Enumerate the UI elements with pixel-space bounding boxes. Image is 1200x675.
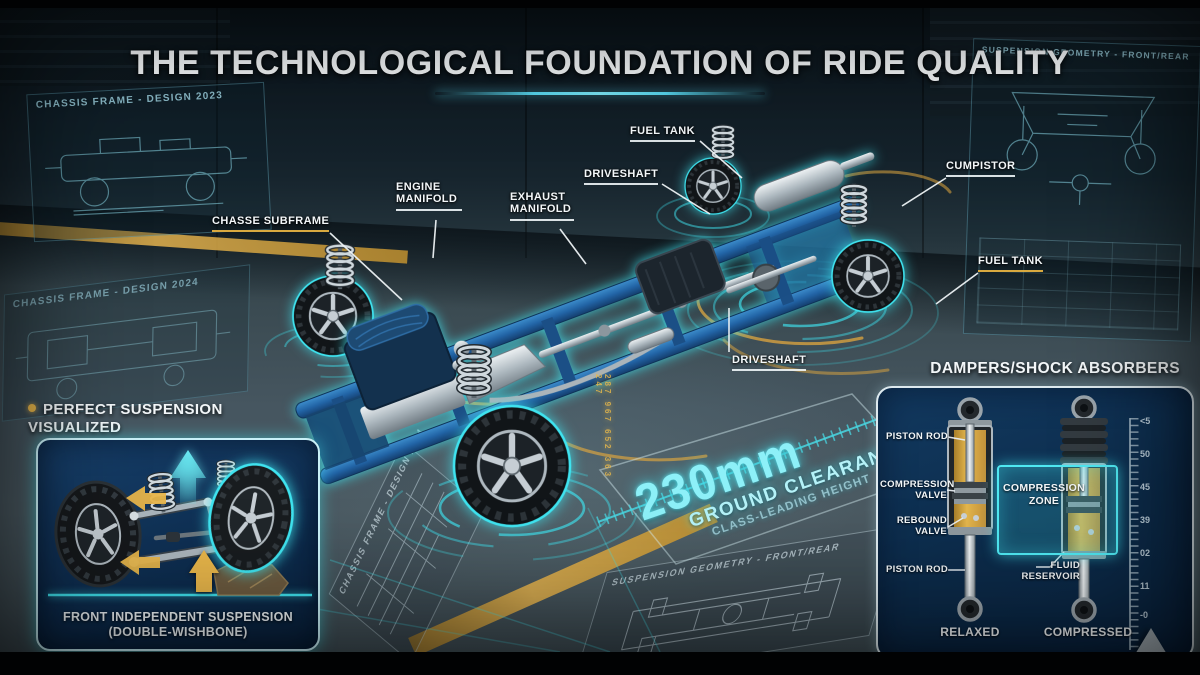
wall-seam xyxy=(922,8,924,258)
blueprint-wall-mid-left: CHASSIS FRAME - DESIGN 2024 xyxy=(1,264,251,422)
panel-leader-lines xyxy=(946,436,1065,571)
bullet-icon xyxy=(28,404,36,412)
label-piston-rod-bottom: PISTON ROD xyxy=(886,564,948,575)
tailpipe xyxy=(840,152,875,171)
wall-seam xyxy=(216,8,218,258)
blueprint-lineart xyxy=(621,572,842,652)
callout-text: DRIVESHAFT xyxy=(732,354,807,371)
measure-strip: 287 967 652 363 247 xyxy=(594,374,612,480)
blueprint-wall-top-left: CHASSIS FRAME - DESIGN 2023 xyxy=(26,81,272,243)
label-compressed: COMPRESSED xyxy=(1043,625,1133,639)
label-compression-zone: COMPRESSION ZONE xyxy=(1002,482,1086,507)
ruler-tick-label: 50 xyxy=(1140,449,1151,459)
suspension-panel: FRONT INDEPENDENT SUSPENSION (DOUBLE-WIS… xyxy=(36,438,320,651)
callout-cumpistor: CUMPISTOR xyxy=(946,160,1016,177)
title-underline xyxy=(435,92,765,95)
spring-rear-right xyxy=(842,184,866,227)
ruler-tick-label: 45 xyxy=(1140,482,1151,492)
shock-absorbers-illustration xyxy=(946,395,1139,650)
callout-engine-manifold: ENGINE MANIFOLD xyxy=(396,181,462,211)
suspension-illustration xyxy=(48,450,312,597)
label-compression-valve: COMPRESSION VALVE xyxy=(880,479,955,502)
blueprint-lineart xyxy=(356,473,448,635)
callout-exhaust-manifold: EXHAUST MANIFOLD xyxy=(510,191,574,221)
blueprint-lineart xyxy=(15,309,231,400)
left-arrow-amber-icon xyxy=(120,550,160,575)
callout-text: CUMPISTOR xyxy=(946,160,1016,177)
chassis-frame xyxy=(295,152,885,485)
blueprint-floor-left: CHASSIS FRAME - DESIGN 2024 xyxy=(328,426,486,652)
suspension-caption-line2: (DOUBLE-WISHBONE) xyxy=(108,625,248,640)
callout-text: FUEL TANK xyxy=(630,125,695,142)
dampers-panel-title: DAMPERS/SHOCK ABSORBERS xyxy=(930,360,1180,377)
corner-triangle-icon xyxy=(1134,628,1168,652)
ruler-tick-label: -0 xyxy=(1140,610,1149,620)
label-relaxed: RELAXED xyxy=(940,625,1000,639)
ruler-tick-label: 02 xyxy=(1140,548,1151,558)
letterbox-top xyxy=(0,0,1200,8)
garage-door-left xyxy=(0,8,230,86)
shock-compressed xyxy=(1060,395,1108,623)
callout-driveshaft-center: DRIVESHAFT xyxy=(732,354,807,371)
page-title: THE TECHNOLOGICAL FOUNDATION OF RIDE QUA… xyxy=(130,44,1070,82)
suspension-caption: FRONT INDEPENDENT SUSPENSION (DOUBLE-WIS… xyxy=(38,610,318,641)
garage-door-right xyxy=(930,8,1200,116)
shock-relaxed xyxy=(947,397,993,622)
label-fluid-reservoir: FLUID RESERVOIR xyxy=(1021,560,1080,583)
callout-text: FUEL TANK xyxy=(978,255,1043,272)
mid-muffler xyxy=(627,327,675,354)
callout-driveshaft-top: DRIVESHAFT xyxy=(584,168,659,185)
callout-fuel-tank-right: FUEL TANK xyxy=(978,255,1043,272)
chassis-illustration xyxy=(264,8,979,652)
callout-text: DRIVESHAFT xyxy=(584,168,659,185)
callout-fuel-tank-top: FUEL TANK xyxy=(630,125,695,142)
label-piston-rod-top: PISTON ROD xyxy=(886,431,948,442)
compression-zone-box xyxy=(997,465,1118,555)
blueprint-lineart xyxy=(1006,91,1156,205)
letterbox-bottom xyxy=(0,652,1200,675)
left-arrow-amber-icon xyxy=(126,486,166,511)
ruler-tick-label: <5 xyxy=(1140,416,1151,426)
callout-text: CHASSE SUBFRAME xyxy=(212,215,330,232)
blueprint-floor-center: SUSPENSION GEOMETRY - FRONT/REAR xyxy=(572,525,904,652)
suspension-caption-line1: FRONT INDEPENDENT SUSPENSION xyxy=(63,609,293,624)
left-panel-title: PERFECT SUSPENSION VISUALIZED xyxy=(28,401,264,436)
callout-chassis-subframe: CHASSE SUBFRAME xyxy=(212,215,330,232)
blueprint-lineart xyxy=(45,136,247,216)
up-arrow-amber-icon xyxy=(189,550,219,592)
leader-lines xyxy=(329,140,979,352)
left-panel-title-text: PERFECT SUSPENSION VISUALIZED xyxy=(28,401,223,436)
wall-seam xyxy=(525,8,527,258)
fuel-tank xyxy=(635,238,726,315)
ruler-tick-label: 11 xyxy=(1140,581,1150,591)
label-rebound-valve: REBOUND VALVE xyxy=(896,515,947,538)
blueprint-wall-top-right: SUSPENSION GEOMETRY - FRONT/REAR xyxy=(962,38,1200,342)
panel-ruler xyxy=(1129,418,1139,650)
dampers-panel: PISTON ROD COMPRESSION VALVE REBOUND VAL… xyxy=(876,386,1194,652)
up-arrow-cyan-icon xyxy=(170,450,206,504)
ruler-tick-label: 39 xyxy=(1140,515,1151,525)
garage-scene: CHASSIS FRAME - DESIGN 2023 CHASSIS FRAM… xyxy=(0,8,1200,652)
